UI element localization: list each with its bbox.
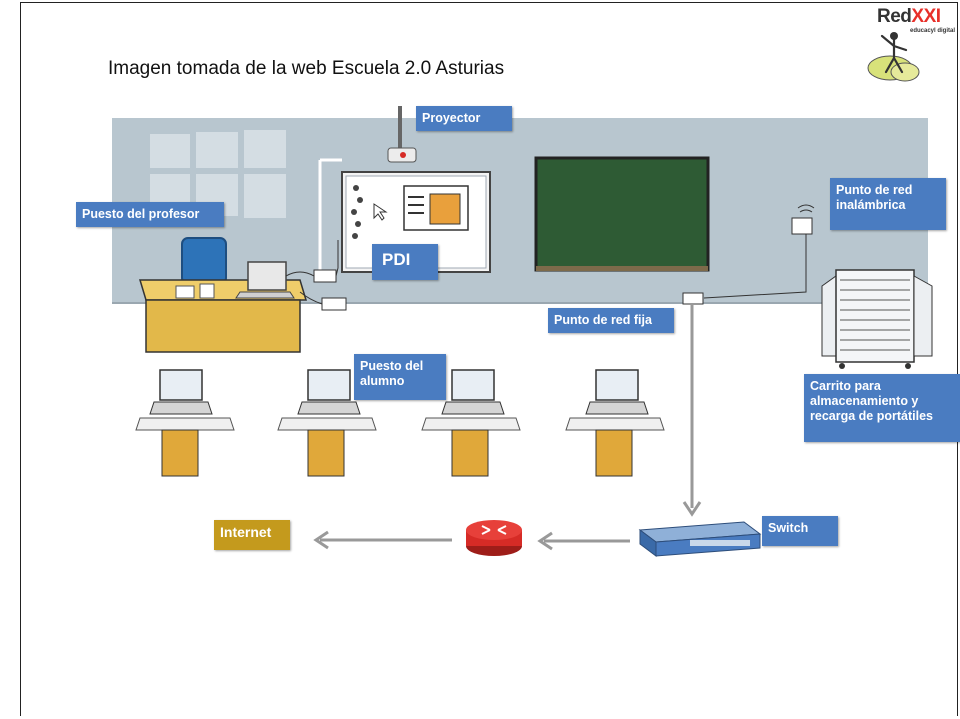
laptop-cart-icon (821, 269, 933, 369)
label-proyector: Proyector (416, 106, 512, 131)
arrow-left-icon (313, 530, 329, 550)
label-switch: Switch (762, 516, 838, 546)
projector-icon (387, 106, 417, 163)
student-desk-icon (135, 369, 235, 477)
arrow-left-icon (537, 531, 553, 551)
cable (335, 240, 339, 277)
logo-tagline: educacyl digital (910, 28, 956, 34)
redxxi-logo: RedXXI educacyl digital (860, 6, 960, 86)
logo-brand: RedXXI (877, 6, 941, 27)
slide-caption: Imagen tomada de la web Escuela 2.0 Astu… (108, 58, 505, 79)
network-switch-icon (638, 521, 762, 557)
cable (299, 291, 323, 305)
arrow-down-icon (682, 501, 702, 517)
student-desk-icon (277, 369, 377, 477)
student-desk-icon (565, 369, 665, 477)
wireless-access-point-icon (703, 204, 815, 299)
chalkboard-ledge (536, 266, 708, 271)
cable (285, 271, 315, 277)
chalkboard (534, 156, 710, 272)
window-icon (150, 130, 286, 218)
label-puesto-profesor: Puesto del profesor (76, 202, 224, 227)
logo-figure-icon (867, 32, 920, 82)
label-punto-red-fija: Punto de red fija (548, 308, 674, 333)
label-pdi: PDI (372, 244, 438, 280)
label-internet: Internet (214, 520, 290, 550)
student-desk-icon (421, 369, 521, 477)
router-icon (466, 520, 522, 556)
teacher-desk-icon (138, 237, 308, 353)
power-socket-icon (313, 269, 704, 311)
